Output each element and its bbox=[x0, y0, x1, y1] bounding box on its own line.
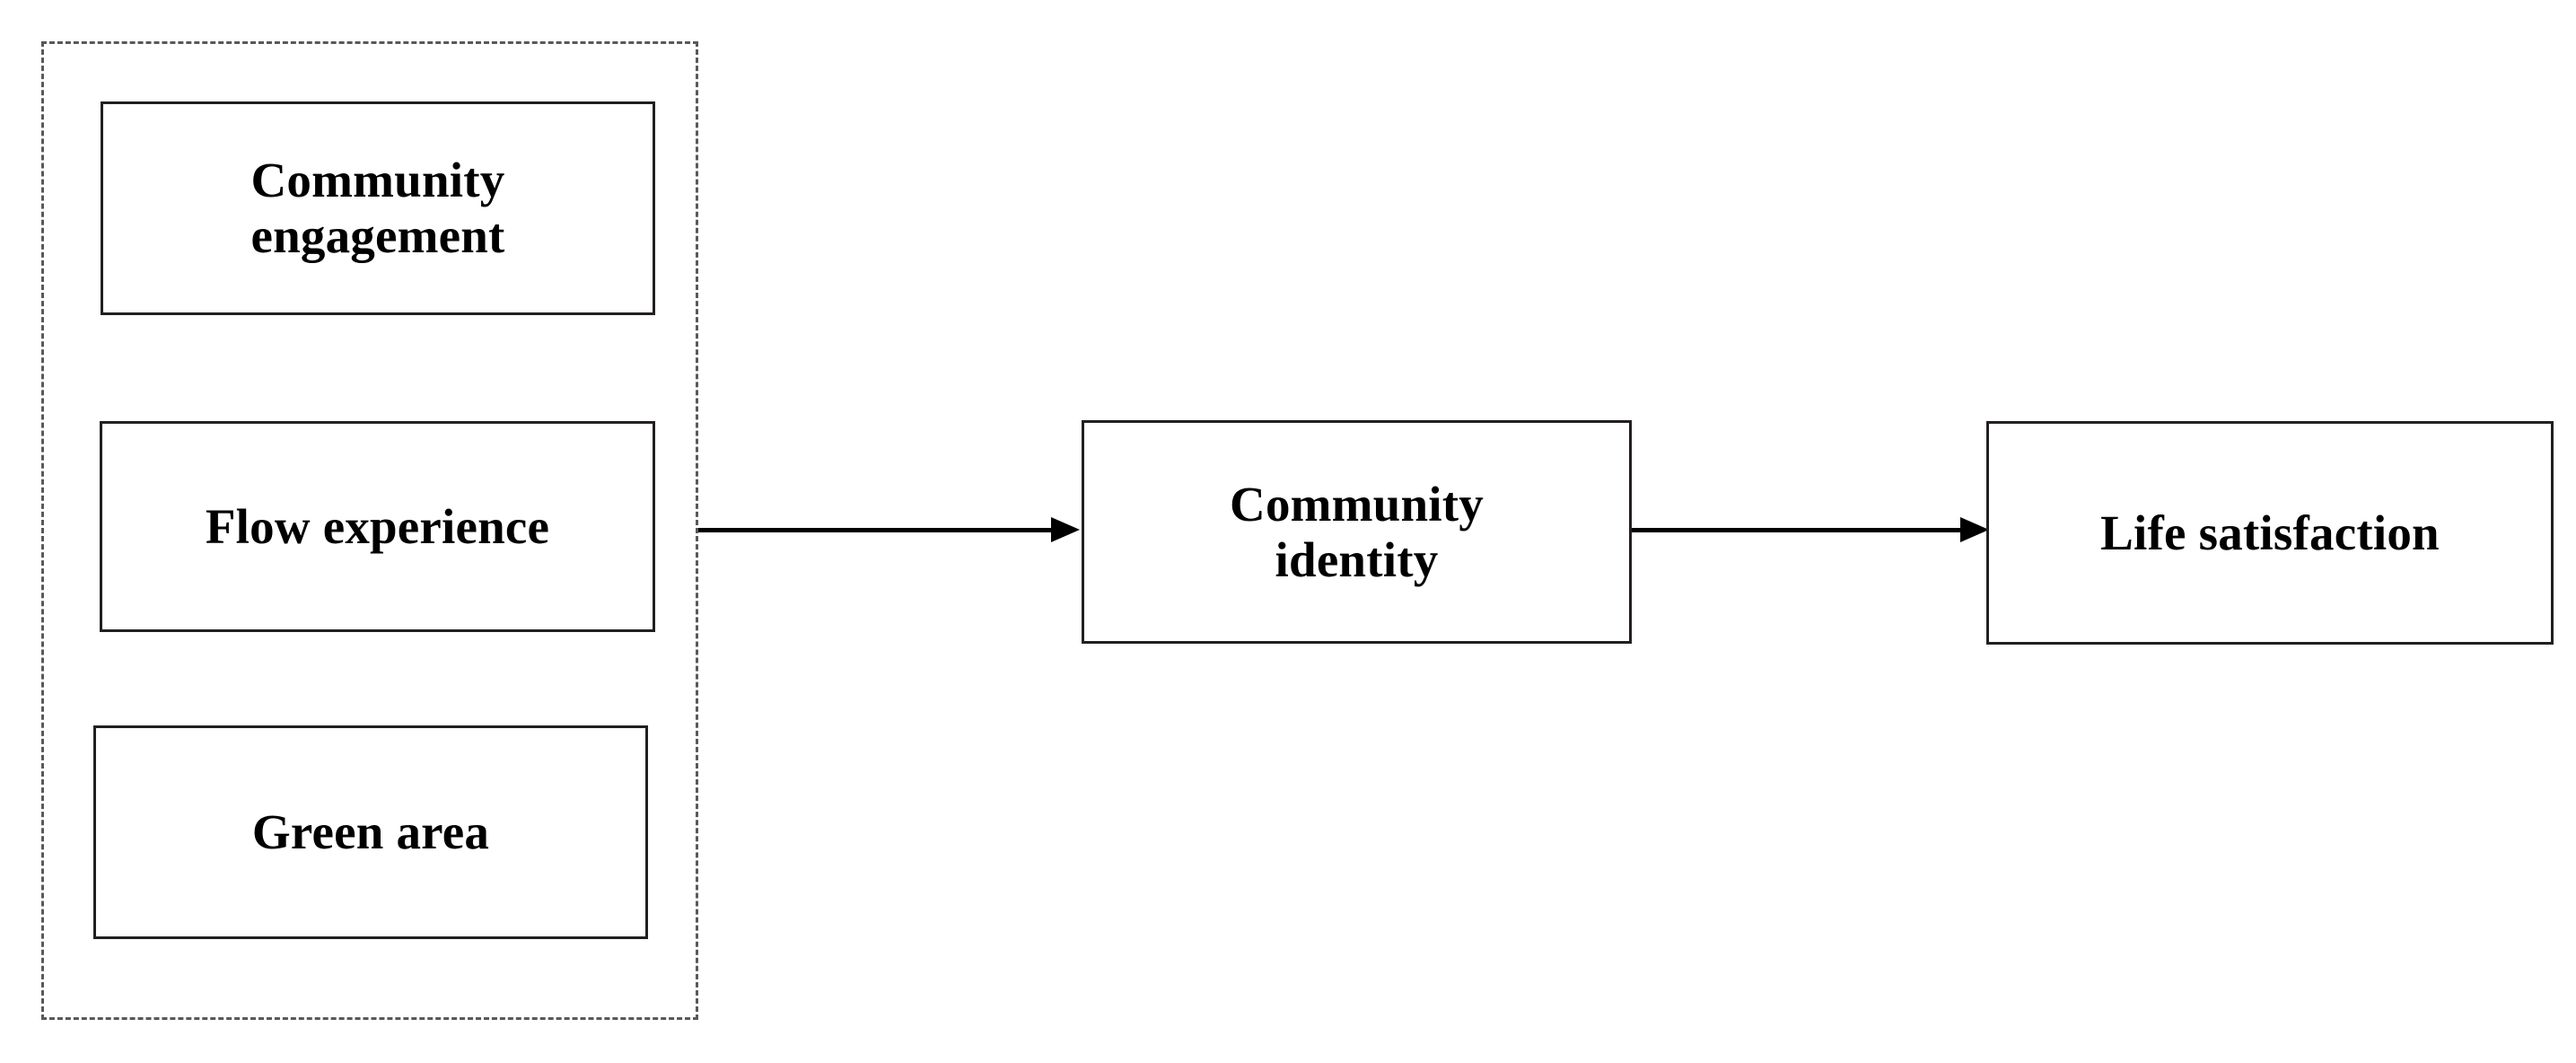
arrow-shaft bbox=[1632, 528, 1964, 532]
arrow-antecedents-to-community-identity bbox=[698, 512, 1082, 548]
antecedent-variables-group-frame bbox=[41, 41, 698, 1020]
arrow-community-identity-to-life-satisfaction bbox=[1632, 512, 1991, 548]
node-community-engagement-label: Community engagement bbox=[250, 153, 505, 263]
node-green-area[interactable]: Green area bbox=[93, 725, 648, 939]
node-life-satisfaction-label: Life satisfaction bbox=[2100, 505, 2440, 560]
node-community-engagement[interactable]: Community engagement bbox=[101, 101, 655, 315]
node-community-identity[interactable]: Community identity bbox=[1082, 420, 1632, 644]
arrow-shaft bbox=[698, 528, 1055, 532]
node-flow-experience[interactable]: Flow experience bbox=[100, 421, 655, 632]
node-community-identity-label: Community identity bbox=[1230, 476, 1484, 587]
arrow-head-icon bbox=[1051, 517, 1080, 542]
node-flow-experience-label: Flow experience bbox=[205, 498, 550, 554]
node-green-area-label: Green area bbox=[251, 804, 490, 860]
node-life-satisfaction[interactable]: Life satisfaction bbox=[1986, 421, 2554, 645]
arrow-head-icon bbox=[1960, 517, 1989, 542]
